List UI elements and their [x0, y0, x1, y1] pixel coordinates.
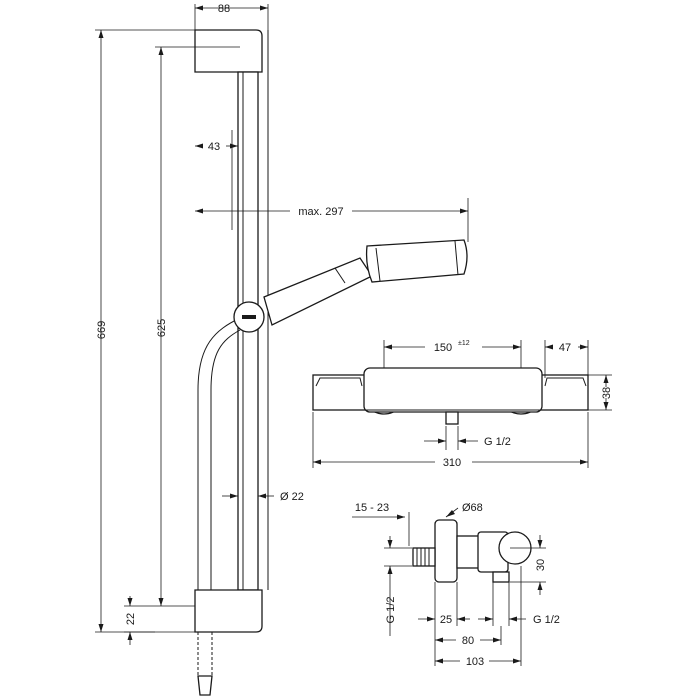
dim-669: 669 [96, 321, 108, 339]
dim-dia-68: Ø68 [462, 502, 483, 514]
dim-38: 38 [601, 387, 613, 399]
dim-g12-side-bottom: G 1/2 [533, 614, 560, 626]
side-outlet [492, 571, 510, 583]
thermostat-side-view [412, 519, 532, 583]
outlet-connector [445, 411, 459, 425]
hand-shower-head [365, 239, 468, 283]
dim-22: 22 [125, 613, 137, 625]
tolerance-12: ±12 [458, 340, 470, 347]
hose [197, 317, 241, 592]
dim-15-23: 15 - 23 [355, 502, 389, 514]
dim-dia-22: Ø 22 [280, 491, 304, 503]
dim-103: 103 [466, 656, 484, 668]
dim-47: 47 [559, 342, 571, 354]
dim-g12-side-vertical: G 1/2 [385, 597, 397, 624]
dim-310: 310 [443, 457, 461, 469]
dim-25: 25 [440, 614, 452, 626]
thermostat-side-dimensions: 15 - 23 Ø68 30 G 1/2 25 [352, 502, 560, 668]
dim-43: 43 [208, 141, 220, 153]
rail-top-bracket [194, 29, 263, 73]
rail-dimensions: 88 669 625 43 max. 297 Ø 22 [95, 3, 469, 645]
shower-rail [194, 29, 468, 696]
dim-80: 80 [462, 635, 474, 647]
dim-88: 88 [218, 3, 230, 15]
dim-max-297: max. 297 [298, 206, 343, 218]
rail-bottom-bracket [194, 589, 263, 633]
dim-g12-front: G 1/2 [484, 436, 511, 448]
hand-shower-handle [263, 257, 373, 326]
inlet-thread [412, 547, 436, 567]
wall-plate [434, 519, 458, 583]
dim-30: 30 [535, 559, 547, 571]
hose-end [197, 675, 213, 696]
thermostat-front-dimensions: 150 ±12 47 38 G 1/2 310 [312, 340, 613, 469]
dim-150: 150 [434, 342, 452, 354]
thermostat-front-view [312, 367, 589, 425]
dim-625: 625 [156, 319, 168, 337]
